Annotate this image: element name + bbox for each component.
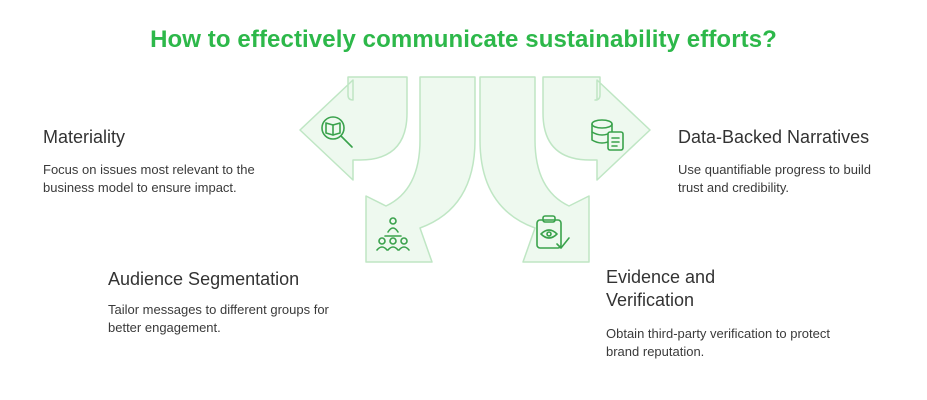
diagram-title: How to effectively communicate sustainab… xyxy=(150,26,777,53)
item-body: Focus on issues most relevant to the bus… xyxy=(43,162,255,195)
arrow-materiality xyxy=(299,76,408,181)
item-evidence-verification: Evidence and Verification Obtain third-p… xyxy=(606,266,830,361)
item-audience-segmentation: Audience Segmentation Tailor messages to… xyxy=(108,268,348,337)
item-heading: Data-Backed Narratives xyxy=(678,127,870,147)
arrow-data xyxy=(542,76,651,181)
people-group-icon xyxy=(376,217,410,251)
item-heading: Materiality xyxy=(43,127,126,147)
item-body: Tailor messages to different groups for … xyxy=(108,302,329,335)
clipboard-eye-icon xyxy=(536,215,570,249)
book-magnifier-icon xyxy=(321,116,353,148)
item-body: Use quantifiable progress to build trust… xyxy=(678,162,871,195)
item-heading: Evidence and Verification xyxy=(606,267,716,310)
item-data-backed-narratives: Data-Backed Narratives Use quantifiable … xyxy=(678,126,898,197)
arrow-evidence xyxy=(479,76,590,263)
database-report-icon xyxy=(591,119,624,151)
item-heading: Audience Segmentation xyxy=(108,269,300,289)
arrow-audience xyxy=(365,76,476,263)
item-materiality: Materiality Focus on issues most relevan… xyxy=(43,126,283,197)
item-body: Obtain third-party verification to prote… xyxy=(606,326,830,359)
